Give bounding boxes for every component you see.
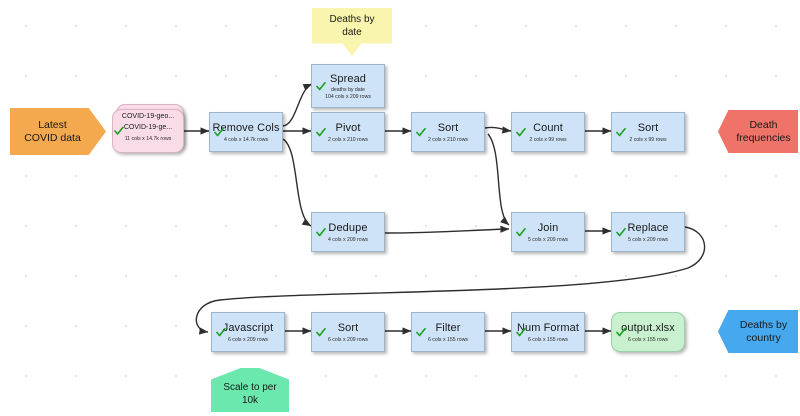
check-icon	[516, 127, 526, 137]
check-icon	[316, 127, 326, 137]
node-subtitle: deaths by date	[330, 86, 366, 93]
node-subtitle: 5 cols x 209 rows	[527, 236, 569, 243]
node-subtitle: 4 cols x 14.7k rows	[223, 136, 269, 143]
note-line1: Scale to per	[223, 381, 277, 393]
file-stack-front	[112, 109, 184, 153]
file-rowcount: 11 cols x 14.7k rows	[124, 136, 172, 142]
node-subtitle: 6 cols x 209 rows	[227, 336, 269, 343]
note-line2: 10k	[241, 394, 259, 406]
node-sort-2[interactable]: Sort 2 cols x 99 rows	[611, 112, 685, 152]
edge-removecols-to-spread	[282, 83, 313, 127]
check-icon	[416, 327, 426, 337]
node-title: Filter	[435, 321, 461, 334]
node-subtitle: 6 cols x 155 rows	[627, 336, 669, 343]
node-subtitle: 2 cols x 210 rows	[427, 136, 469, 143]
banner-line1: Deaths by	[739, 319, 788, 331]
file-name-line1: COVID-19-geo...	[121, 113, 175, 120]
node-output-xlsx[interactable]: output.xlsx 6 cols x 155 rows	[611, 312, 685, 352]
node-title: Sort	[637, 121, 659, 134]
edge-sort1-to-join	[487, 133, 510, 226]
node-subtitle: 6 cols x 155 rows	[427, 336, 469, 343]
check-icon	[616, 127, 626, 137]
node-title: Spread	[329, 72, 367, 85]
node-title: Count	[533, 121, 563, 134]
check-icon	[316, 327, 326, 337]
node-pivot[interactable]: Pivot 2 cols x 210 rows	[311, 112, 385, 152]
banner-line1: Latest	[38, 119, 67, 131]
node-title: Remove Cols	[212, 121, 280, 134]
check-icon	[316, 81, 326, 91]
node-title: Join	[537, 221, 559, 234]
check-icon	[316, 227, 326, 237]
note-deaths-by-date[interactable]: Deaths by date	[312, 8, 392, 56]
node-sort-3[interactable]: Sort 6 cols x 209 rows	[311, 312, 385, 352]
node-covid-source-file[interactable]: COVID-19-geo... COVID-19-ge... 11 cols x…	[112, 104, 184, 156]
node-remove-cols[interactable]: Remove Cols 4 cols x 14.7k rows	[209, 112, 283, 152]
banner-line1: Death	[749, 119, 778, 131]
node-num-format[interactable]: Num Format 6 cols x 155 rows	[511, 312, 585, 352]
note-line1: Deaths by	[329, 14, 375, 25]
node-filter[interactable]: Filter 6 cols x 155 rows	[411, 312, 485, 352]
edge-sort1-to-count	[484, 126, 512, 134]
node-sort-1[interactable]: Sort 2 cols x 210 rows	[411, 112, 485, 152]
node-title: output.xlsx	[621, 321, 675, 334]
banner-line2: country	[746, 331, 781, 344]
banner-death-frequencies[interactable]: Death frequencies	[718, 110, 798, 153]
node-title: Num Format	[516, 321, 580, 334]
check-icon	[516, 227, 526, 237]
node-subtitle: 6 cols x 209 rows	[327, 336, 369, 343]
banner-line2: frequencies	[736, 131, 791, 144]
check-icon	[616, 227, 626, 237]
node-subtitle: 2 cols x 99 rows	[529, 136, 567, 143]
node-subtitle: 4 cols x 209 rows	[327, 236, 369, 243]
banner-deaths-by-country[interactable]: Deaths by country	[718, 310, 798, 353]
node-join[interactable]: Join 5 cols x 209 rows	[511, 212, 585, 252]
note-line2: date	[342, 27, 362, 38]
file-name-line2: COVID-19-ge...	[123, 124, 173, 131]
node-subtitle: 2 cols x 99 rows	[629, 136, 667, 143]
node-subtitle: 6 cols x 155 rows	[527, 336, 569, 343]
banner-line2: COVID data	[24, 131, 81, 144]
node-subtitle: 5 cols x 209 rows	[627, 236, 669, 243]
node-spread[interactable]: Spread deaths by date 104 cols x 209 row…	[311, 64, 385, 108]
edge-removecols-to-dedupe	[282, 138, 312, 227]
node-subtitle: 2 cols x 210 rows	[327, 136, 369, 143]
node-title: Dedupe	[328, 221, 368, 234]
node-dedupe[interactable]: Dedupe 4 cols x 209 rows	[311, 212, 385, 252]
node-count[interactable]: Count 2 cols x 99 rows	[511, 112, 585, 152]
node-title: Replace	[627, 221, 669, 234]
node-javascript[interactable]: Javascript 6 cols x 209 rows	[211, 312, 285, 352]
node-subtitle-2: 104 cols x 209 rows	[325, 93, 371, 100]
note-scale-per-10k[interactable]: Scale to per 10k	[211, 368, 289, 412]
node-replace[interactable]: Replace 5 cols x 209 rows	[611, 212, 685, 252]
check-icon	[416, 127, 426, 137]
node-title: Pivot	[335, 121, 361, 134]
node-title: Javascript	[222, 321, 274, 334]
banner-latest-covid-data[interactable]: Latest COVID data	[10, 108, 106, 155]
edge-dedupe-to-join	[384, 225, 510, 234]
node-title: Sort	[437, 121, 459, 134]
node-title: Sort	[337, 321, 359, 334]
